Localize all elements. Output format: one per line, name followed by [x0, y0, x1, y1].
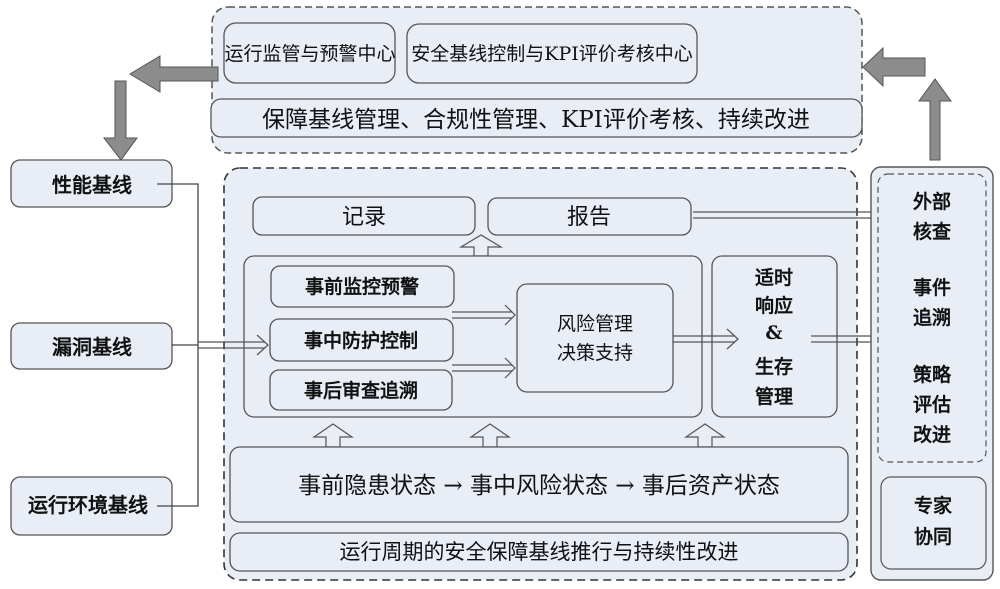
kpi-center-box [406, 23, 698, 84]
event-line-1: 事件 [913, 276, 951, 299]
external-line-1: 外部 [913, 190, 951, 213]
record-box [252, 196, 476, 236]
phase-to-risk-arrow-bottom-head [504, 357, 516, 379]
baselines: 性能基线 漏洞基线 运行环境基线 [10, 159, 199, 536]
right-panel: 外部 核查 事件 追溯 策略 评估 改进 专家 协同 [870, 166, 994, 581]
down-gray-arrow [102, 80, 138, 161]
risk-to-response-arrow-shaft [673, 335, 735, 343]
strategy-line-1: 策略 [913, 363, 952, 386]
feedback-arrows [102, 46, 952, 161]
report-label: 报告 [567, 205, 611, 230]
top-panel: 运行监管与预警中心 安全基线控制与KPI评价考核中心 保障基线管理、合规性管理、… [210, 6, 863, 154]
phase-after-box [269, 369, 453, 411]
up-hollow-arrow-3 [684, 423, 726, 448]
response-line-1: 适时 [755, 267, 793, 289]
up-gray-arrow [918, 78, 952, 161]
state-flow-box [229, 446, 849, 523]
event-line-2: 追溯 [913, 306, 951, 329]
environment-baseline-label: 运行环境基线 [28, 493, 148, 517]
performance-baseline-label: 性能基线 [52, 173, 132, 197]
phase-during-label: 事中防护控制 [304, 329, 418, 352]
risk-line-2: 决策支持 [557, 342, 633, 364]
state-flow-label: 事前隐患状态 → 事中风险状态 → 事后资产状态 [298, 473, 780, 499]
response-line-3: & [765, 322, 782, 344]
external-line-2: 核查 [913, 220, 952, 243]
risk-to-response-arrow-head [726, 328, 739, 350]
phase-to-risk-arrow-top-head [504, 304, 516, 326]
phase-before-box [270, 265, 455, 308]
up-hollow-arrow-1 [312, 423, 354, 448]
kpi-center-label: 安全基线控制与KPI评价考核中心 [411, 43, 693, 65]
report-to-external-arrow-shaft [693, 211, 891, 219]
phase-to-risk-arrow-bottom-shaft [452, 364, 512, 372]
governance-bar-label: 保障基线管理、合规性管理、KPI评价考核、持续改进 [262, 107, 810, 133]
expert-box [880, 476, 987, 570]
vulnerability-baseline-box [10, 322, 173, 370]
cycle-box [229, 532, 849, 572]
up-hollow-arrow-record [458, 234, 504, 257]
risk-management-box [516, 283, 674, 393]
risk-line-1: 风险管理 [557, 313, 633, 335]
response-line-2: 响应 [755, 294, 793, 317]
vulnerability-baseline-label: 漏洞基线 [52, 335, 132, 359]
monitoring-center-box [223, 22, 396, 84]
phase-during-box [269, 318, 454, 362]
governance-bar [210, 98, 863, 138]
strategy-line-3: 改进 [913, 423, 951, 446]
expert-line-1: 专家 [914, 494, 953, 517]
response-line-4: 生存 [755, 355, 793, 378]
phase-before-label: 事前监控预警 [305, 275, 419, 298]
left-gray-arrow-right [862, 46, 926, 88]
response-line-5: 管理 [755, 385, 793, 408]
baseline-to-during-arrow-head [256, 334, 269, 356]
monitoring-center-label: 运行监管与预警中心 [224, 43, 395, 65]
phase-to-risk-arrow-top-shaft [452, 311, 512, 319]
up-hollow-arrow-2 [469, 423, 511, 448]
left-gray-arrow [129, 55, 219, 93]
audit-group-frame [877, 173, 987, 463]
main-panel: 记录 报告 事前监控预警 事中防护控制 事后审查追溯 风险管理 决策支持 适时 … [223, 167, 858, 581]
phase-after-label: 事后审查追溯 [304, 379, 418, 402]
expert-line-2: 协同 [914, 525, 952, 548]
cycle-label: 运行周期的安全保障基线推行与持续性改进 [340, 540, 739, 564]
record-label: 记录 [342, 205, 386, 230]
report-box [487, 197, 692, 236]
baseline-to-during-arrow-shaft [198, 341, 265, 349]
strategy-line-2: 评估 [913, 393, 951, 416]
